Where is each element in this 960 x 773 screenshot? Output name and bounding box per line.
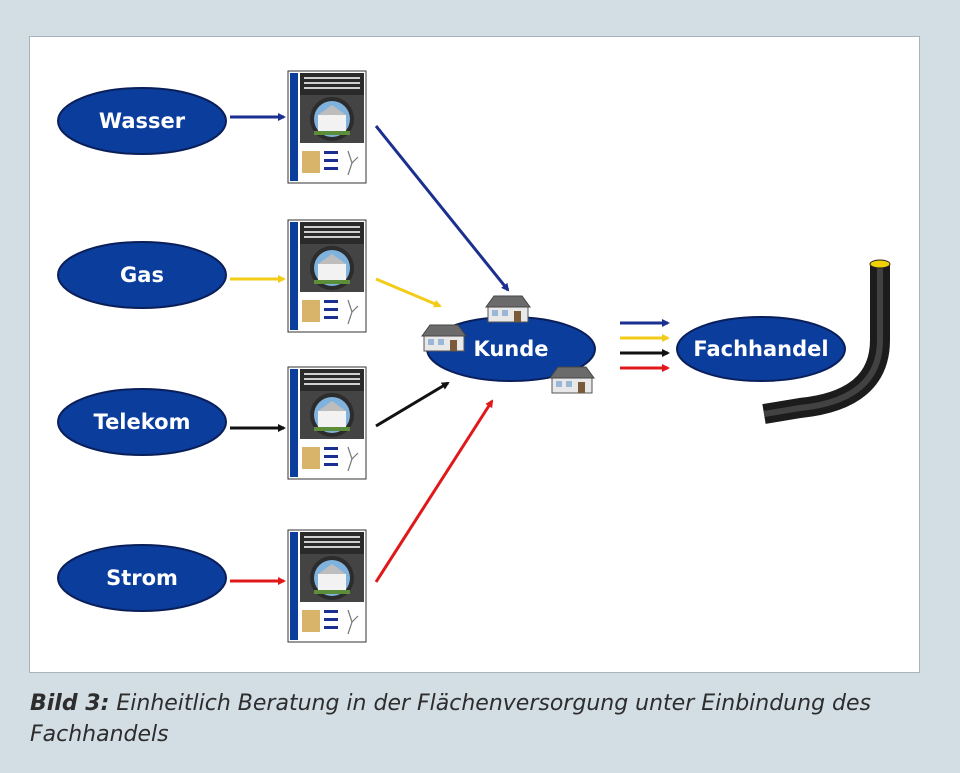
source-node-wasser: Wasser [57,87,227,155]
source-label-wasser: Wasser [99,109,186,133]
customer-label: Kunde [473,337,548,361]
figure-caption-text: Einheitlich Beratung in der Flächenverso… [30,691,871,747]
source-label-telekom: Telekom [94,410,191,434]
source-label-strom: Strom [106,566,178,590]
source-label-gas: Gas [120,263,164,287]
conduit-pipe-icon [762,259,891,424]
brochure-icon [287,366,367,480]
retailer-node: Fachhandel [676,316,846,382]
brochure-icon [287,70,367,184]
source-node-strom: Strom [57,544,227,612]
arrow-strom-to-kunde [374,399,494,583]
source-node-telekom: Telekom [57,388,227,456]
brochure-icon [287,529,367,643]
brochure-icon [287,219,367,333]
figure-label: Bild 3: [30,691,110,716]
house-icon [549,366,595,394]
figure-caption: Bild 3: Einheitlich Beratung in der Fläc… [30,688,930,750]
house-icon [485,295,531,323]
retailer-label: Fachhandel [693,337,828,361]
house-icon [421,324,467,352]
diagram: Wasser Gas Telekom Strom Kunde Fachhande… [57,70,891,643]
arrow-telekom-to-kunde [375,381,450,428]
arrow-gas-to-kunde [375,277,442,308]
arrow-wasser-to-kunde [374,125,510,292]
source-node-gas: Gas [57,241,227,309]
